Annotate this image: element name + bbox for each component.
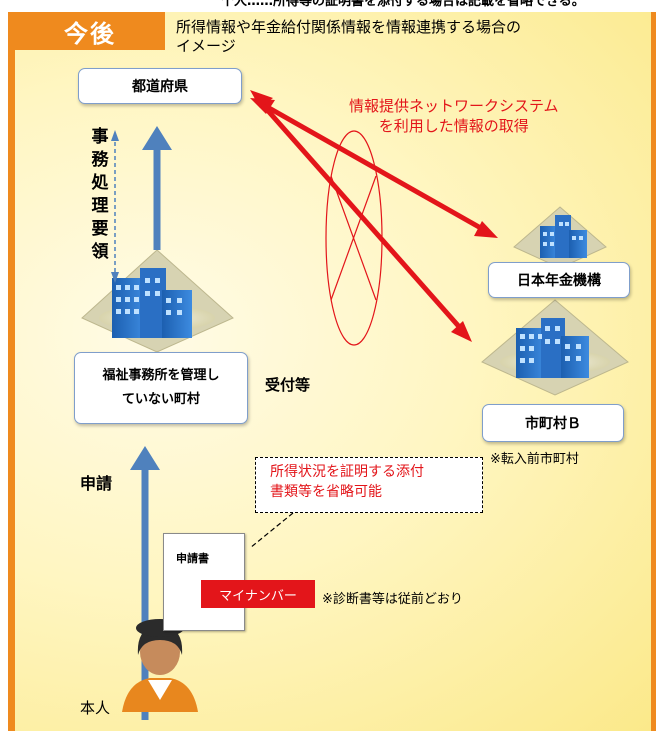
guideline-dashed-arrow [111,130,119,283]
network-ellipse [325,130,383,346]
network-label-line-2: を利用した情報の取得 [378,117,529,135]
pension-building-icon [513,206,607,269]
network-label: 情報提供ネットワークシステム を利用した情報の取得 [349,96,559,136]
municipality-b-label: 市町村Ｂ [525,416,581,432]
omission-note-line-2: 書類等を省略可能 [270,484,382,500]
application-label: 申請 [80,474,113,493]
town-label-line-2: ていない町村 [121,392,200,407]
my-number-badge: マイナンバー [201,580,315,608]
prefecture-label: 都道府県 [132,79,188,95]
request-up-arrow [130,446,160,720]
omission-note-line-1: 所得状況を証明する添付 [270,464,424,480]
red-arrow-to-municipality-b [250,90,472,342]
prior-municipality-note: ※転入前市町村 [490,452,579,467]
town-box: 福祉事務所を管理し ていない町村 [74,352,248,424]
medical-certificate-note: ※診断書等は従前どおり [322,592,463,607]
municipality-building-icon [81,249,234,353]
guideline-char: 要 [91,219,109,239]
pension-org-label: 日本年金機構 [517,273,601,289]
title-line-1: 所得情報や年金給付関係情報を情報連携する場合の [176,18,522,36]
prefecture-box: 都道府県 [78,68,242,104]
application-form-title: 申請書 [176,552,209,565]
guideline-char: 処 [91,173,109,193]
municipality-b-box: 市町村Ｂ [482,404,624,442]
network-label-line-1: 情報提供ネットワークシステム [349,97,559,115]
guideline-char: 務 [91,150,109,170]
guideline-char: 領 [91,242,109,262]
future-tab: 今後 [15,12,165,50]
town-label-line-1: 福祉事務所を管理し [102,368,220,383]
cut-off-header-strip: 个人……所得等の証明書を添付する場合は記載を省略できる。 [6,0,662,12]
municipality-b-building-icon [481,299,629,396]
guideline-char: 事 [91,127,109,147]
report-up-arrow [142,126,172,250]
person-icon [122,619,198,712]
title-line-2: イメージ [176,37,236,55]
note-callout-pointer [249,512,294,549]
reception-label: 受付等 [265,376,311,394]
guideline-vertical-label: 事 務 処 理 要 領 [90,126,110,264]
omission-note-box: 所得状況を証明する添付 書類等を省略可能 [255,457,483,513]
pension-org-box: 日本年金機構 [488,262,630,298]
cut-off-header-text: 个人……所得等の証明書を添付する場合は記載を省略できる。 [221,0,585,9]
diagram-title: 所得情報や年金給付関係情報を情報連携する場合の イメージ [176,18,521,56]
guideline-char: 理 [91,196,109,216]
person-label: 本人 [80,699,111,717]
